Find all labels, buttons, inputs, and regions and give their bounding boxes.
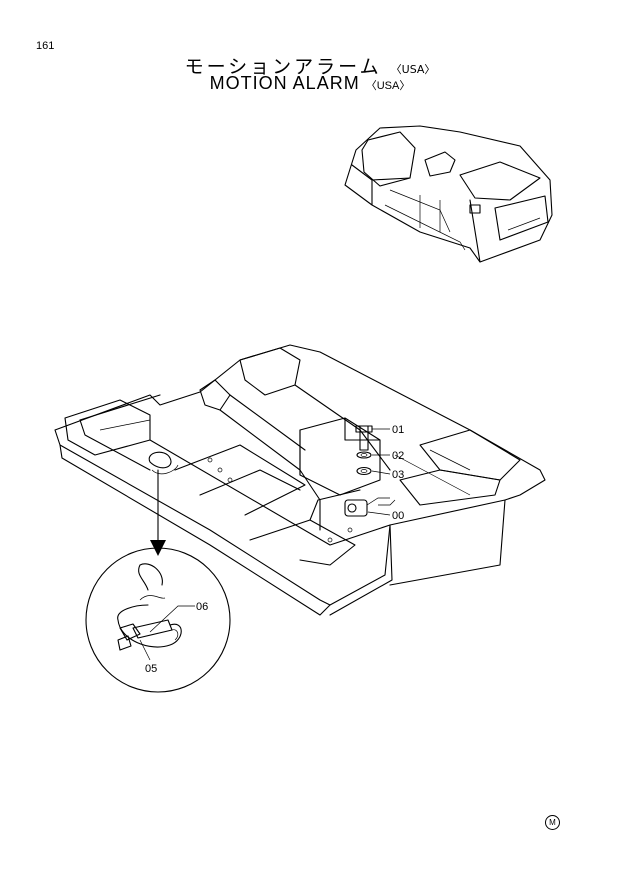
- manual-mark-icon: M: [545, 815, 560, 830]
- title-english-suffix: 〈USA〉: [365, 80, 411, 92]
- machine-overview-drawing: [344, 125, 553, 263]
- callout-06: 06: [196, 601, 208, 613]
- title-english-text: MOTION ALARM: [209, 73, 360, 93]
- callout-01: 01: [392, 424, 404, 436]
- callout-02: 02: [392, 450, 404, 462]
- upper-frame-drawing: [54, 344, 546, 616]
- page-number: 161: [36, 40, 55, 52]
- detail-circle: [85, 547, 231, 693]
- callout-lines: [139, 428, 391, 661]
- callout-05: 05: [145, 663, 157, 675]
- title-japanese-text: モーションアラーム: [184, 56, 382, 78]
- title-japanese: モーションアラーム 〈USA〉: [0, 52, 620, 79]
- title-japanese-suffix: 〈USA〉: [390, 63, 436, 76]
- title-english: MOTION ALARM 〈USA〉: [0, 73, 620, 94]
- callout-03: 03: [392, 469, 404, 481]
- callout-00: 00: [392, 510, 404, 522]
